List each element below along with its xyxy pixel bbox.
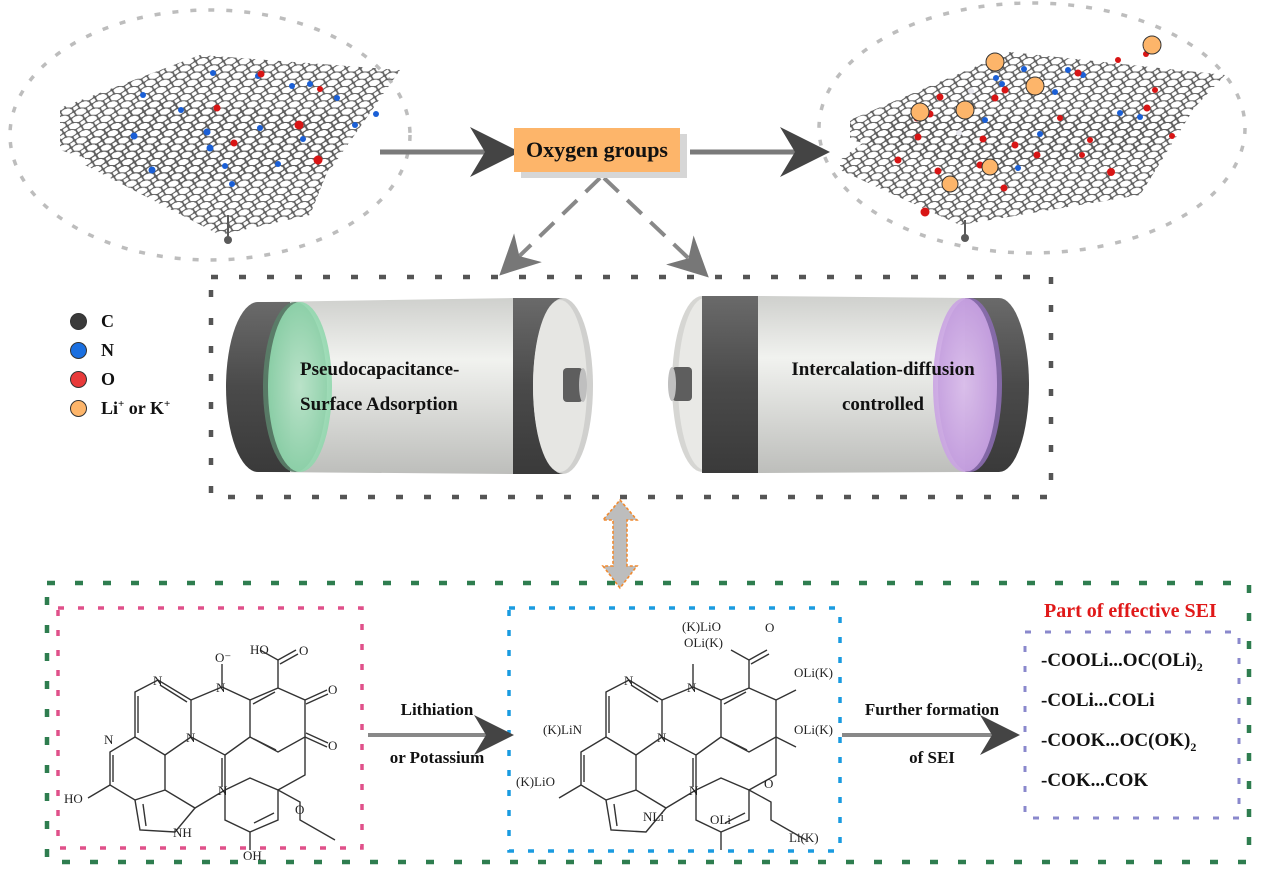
atom-label: OLi(K) [684,635,723,650]
atom-label: N [689,783,699,798]
legend-label: Li+ or K+ [101,398,171,418]
oxygen-atoms [213,70,323,165]
oxygen-groups-box: Oxygen groups [514,128,680,172]
atom-label: N [153,673,163,688]
atom-label: O⁻ [215,650,231,665]
pristine-sheet-boundary [8,8,412,262]
atom-label: OLi(K) [794,722,833,737]
atom-label: O [299,643,308,658]
nitrogen-atoms [130,70,379,187]
legend-label: C [101,311,114,331]
battery-label-line: controlled [842,394,924,415]
battery-intercalation [668,296,1029,473]
atom-label: N [657,730,667,745]
sei-item: -COOK...OC(OK)2 [1041,730,1197,754]
atom-label: O [765,620,774,635]
oxygen-dot-icon [70,371,87,388]
atom-label: NH [173,825,192,840]
sei-arrow-label-bottom: of SEI [909,748,955,767]
atom-label: N [624,673,634,688]
sei-title: Part of effective SEI [1044,600,1217,622]
double-arrow-icon [601,498,639,590]
oxygen-groups-label: Oxygen groups [525,137,668,162]
legend-item-carbon: C [70,311,114,332]
atom-label: (K)LiO [516,774,555,789]
battery-surface-adsorption [226,298,593,474]
legend-item-ion: Li+ or K+ [70,398,170,419]
atom-label: N [186,730,196,745]
molecule-after-box [507,606,842,853]
battery-label-line: Surface Adsorption [300,394,458,415]
atom-label: O [764,776,773,791]
sei-item: -COK...COK [1041,770,1149,791]
branch-arrow-left [499,176,602,276]
battery-label-line: Intercalation-diffusion [791,359,975,380]
ion-atoms [910,35,1162,193]
atom-label: N [104,732,114,747]
atom-label: OLi(K) [794,665,833,680]
legend-item-nitrogen: N [70,340,114,361]
molecule-before-structure [87,649,336,850]
molecule-after-atom-labels: (K)LiO O OLi(K) N N N OLi(K) OLi(K) (K)L… [516,619,833,845]
legend-item-oxygen: O [70,369,115,390]
battery-label-intercalation: Intercalation-diffusion controlled [768,352,998,422]
atom-label: O [328,738,337,753]
modified-sheet-boundary [817,1,1247,255]
atom-label: Li(K) [789,830,819,845]
legend-label: O [101,369,116,389]
atom-label: O [295,802,304,817]
lithiation-label-top: Lithiation [400,700,474,719]
atom-label: NLi [643,809,664,824]
molecule-after-structure [558,649,807,850]
modified-graphene-sheet [840,35,1225,242]
atom-label: (K)LiN [543,722,583,737]
molecule-before-atom-labels: HO O O O O⁻ N N N N N HO NH OH O [64,642,337,863]
pristine-graphene-sheet [60,55,400,244]
nitrogen-dot-icon [70,342,87,359]
atom-label: OLi [710,812,731,827]
sei-item: -COLi...COLi [1041,690,1155,711]
battery-label-surface: Pseudocapacitance- Surface Adsorption [300,352,459,422]
atom-label: (K)LiO [682,619,721,634]
atom-label: HO [250,642,269,657]
atom-label: O [328,682,337,697]
atom-label: OH [243,848,262,863]
atom-label: N [216,680,226,695]
molecule-before-box [56,606,364,850]
sei-arrow-label-top: Further formation [864,700,1000,719]
legend-label: N [101,340,114,360]
ion-dot-icon [70,400,87,417]
lithiation-label-bottom: or Potassium [389,748,485,767]
atom-label: HO [64,791,83,806]
atom-label: N [687,680,697,695]
sei-item: -COOLi...OC(OLi)2 [1041,650,1203,674]
atom-label: N [218,783,228,798]
branch-arrow-right [602,176,709,278]
carbon-dot-icon [70,313,87,330]
battery-label-line: Pseudocapacitance- [300,359,460,380]
mechanism-box [208,274,1054,500]
